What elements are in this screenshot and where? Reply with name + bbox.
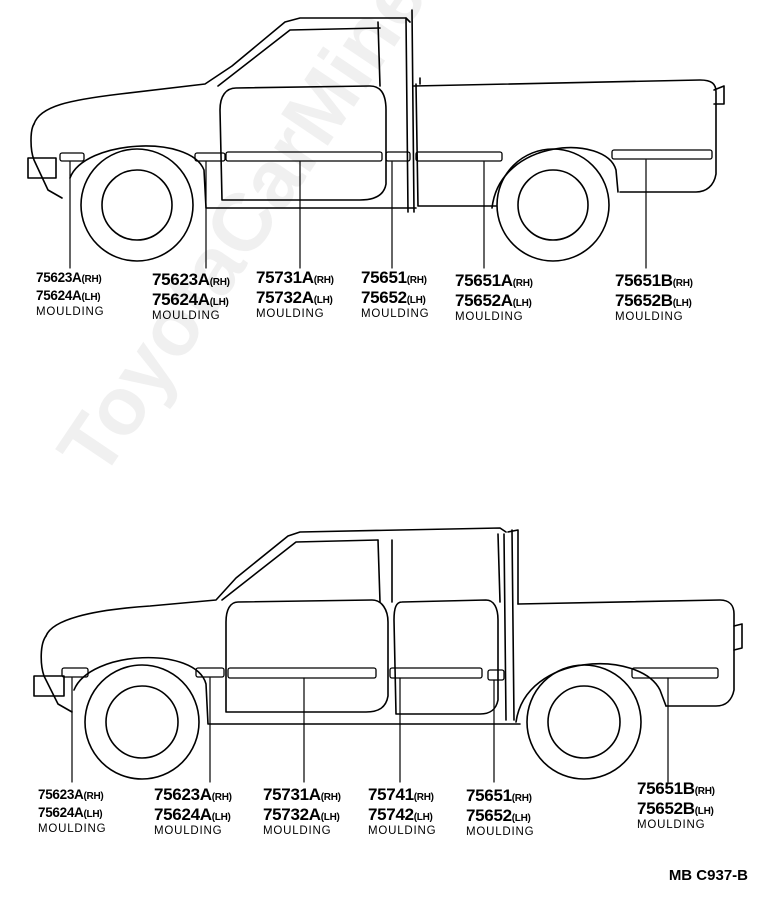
callout-front-door-bottom: 75731A(RH) 75732A(LH) MOULDING bbox=[263, 785, 341, 837]
pickup-single-cab-outline bbox=[27, 9, 725, 213]
mouldings-bottom bbox=[61, 667, 719, 681]
callout-cab-rear-bottom: 75651(RH) 75652(LH) MOULDING bbox=[466, 786, 535, 838]
diagram-code: MB C937-B bbox=[668, 867, 748, 884]
callout-rear-fender-bottom: 75651B(RH) 75652B(LH) MOULDING bbox=[637, 779, 715, 831]
callout-fender-rear-top: 75623A(RH) 75624A(LH) MOULDING bbox=[152, 270, 230, 322]
callout-cab-rear-top: 75651(RH) 75652(LH) MOULDING bbox=[361, 268, 430, 320]
leader-lines-bottom bbox=[71, 677, 669, 783]
wheels-top bbox=[80, 148, 610, 262]
mouldings-top bbox=[59, 149, 713, 162]
callout-rear-fender-top: 75651B(RH) 75652B(LH) MOULDING bbox=[615, 271, 693, 323]
callout-front-fender-bottom: 75623A(RH) 75624A(LH) MOULDING bbox=[38, 787, 107, 835]
callout-front-fender-top: 75623A(RH) 75624A(LH) MOULDING bbox=[36, 270, 105, 318]
callout-door-top: 75731A(RH) 75732A(LH) MOULDING bbox=[256, 268, 334, 320]
pickup-double-cab-outline bbox=[33, 527, 743, 725]
callout-bed-top: 75651A(RH) 75652A(LH) MOULDING bbox=[455, 271, 533, 323]
wheels-bottom bbox=[84, 664, 642, 780]
callout-rear-door-bottom: 75741(RH) 75742(LH) MOULDING bbox=[368, 785, 437, 837]
leader-lines-top bbox=[69, 159, 647, 269]
callout-fender-rear-bottom: 75623A(RH) 75624A(LH) MOULDING bbox=[154, 785, 232, 837]
